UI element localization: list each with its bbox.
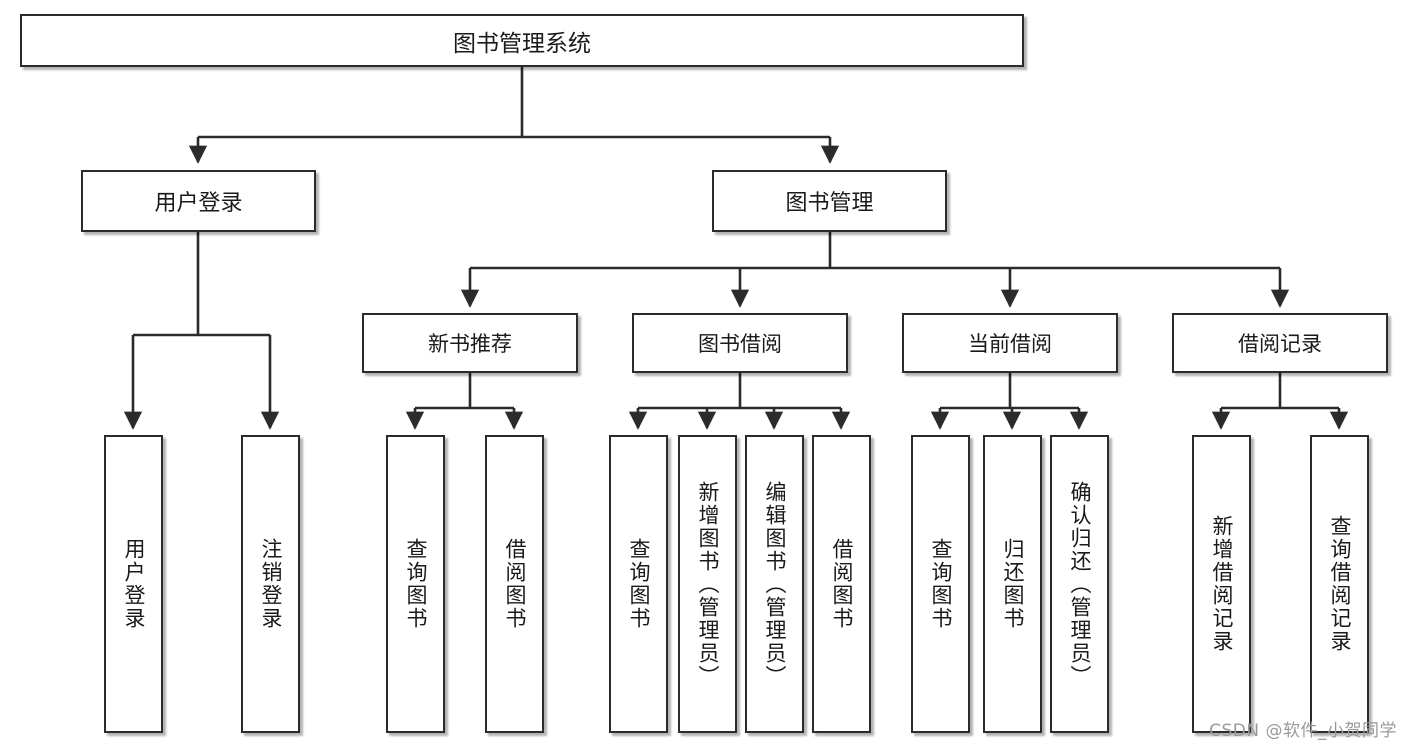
node-current-borrow-label: 当前借阅 <box>968 332 1052 356</box>
node-book-manage[interactable]: 图书管理 <box>712 170 947 232</box>
node-book-manage-label: 图书管理 <box>785 191 874 216</box>
node-current-borrow[interactable]: 当前借阅 <box>902 313 1118 373</box>
node-leaf-edit-book-label: 编辑图书（管理员） <box>763 480 787 688</box>
node-book-borrow-label: 图书借阅 <box>698 332 782 356</box>
node-leaf-confirm-return[interactable]: 确认归还（管理员） <box>1050 435 1109 733</box>
node-leaf-query-book-1[interactable]: 查询图书 <box>386 435 445 733</box>
node-new-book-recommend[interactable]: 新书推荐 <box>362 313 578 373</box>
node-leaf-return-book[interactable]: 归还图书 <box>983 435 1042 733</box>
node-leaf-query-record-label: 查询借阅记录 <box>1328 515 1352 653</box>
node-leaf-borrow-book-2[interactable]: 借阅图书 <box>812 435 871 733</box>
node-leaf-logout-login-label: 注销登录 <box>259 538 283 630</box>
node-new-book-recommend-label: 新书推荐 <box>428 332 512 356</box>
node-leaf-add-book-label: 新增图书（管理员） <box>696 480 720 688</box>
node-borrow-record[interactable]: 借阅记录 <box>1172 313 1388 373</box>
node-leaf-logout-login[interactable]: 注销登录 <box>241 435 300 733</box>
node-leaf-user-login-label: 用户登录 <box>122 538 146 630</box>
node-leaf-borrow-book-1[interactable]: 借阅图书 <box>485 435 544 733</box>
node-leaf-add-record[interactable]: 新增借阅记录 <box>1192 435 1251 733</box>
node-leaf-borrow-book-1-label: 借阅图书 <box>503 538 527 630</box>
node-root-label: 图书管理系统 <box>453 30 591 57</box>
node-leaf-query-book-2-label: 查询图书 <box>627 538 651 630</box>
node-user-login[interactable]: 用户登录 <box>81 170 316 232</box>
node-leaf-add-record-label: 新增借阅记录 <box>1210 515 1234 653</box>
node-leaf-query-book-1-label: 查询图书 <box>404 538 428 630</box>
node-leaf-confirm-return-label: 确认归还（管理员） <box>1068 480 1092 688</box>
node-leaf-query-book-3-label: 查询图书 <box>929 538 953 630</box>
node-leaf-edit-book[interactable]: 编辑图书（管理员） <box>745 435 804 733</box>
node-leaf-query-book-2[interactable]: 查询图书 <box>609 435 668 733</box>
node-leaf-add-book[interactable]: 新增图书（管理员） <box>678 435 737 733</box>
node-leaf-return-book-label: 归还图书 <box>1001 538 1025 630</box>
node-book-borrow[interactable]: 图书借阅 <box>632 313 848 373</box>
node-leaf-query-record[interactable]: 查询借阅记录 <box>1310 435 1369 733</box>
node-leaf-query-book-3[interactable]: 查询图书 <box>911 435 970 733</box>
node-borrow-record-label: 借阅记录 <box>1238 332 1322 356</box>
node-leaf-user-login[interactable]: 用户登录 <box>104 435 163 733</box>
node-root[interactable]: 图书管理系统 <box>20 14 1024 67</box>
node-user-login-label: 用户登录 <box>154 191 243 216</box>
watermark: CSDN @软件_小贺同学 <box>1209 721 1397 741</box>
node-leaf-borrow-book-2-label: 借阅图书 <box>830 538 854 630</box>
